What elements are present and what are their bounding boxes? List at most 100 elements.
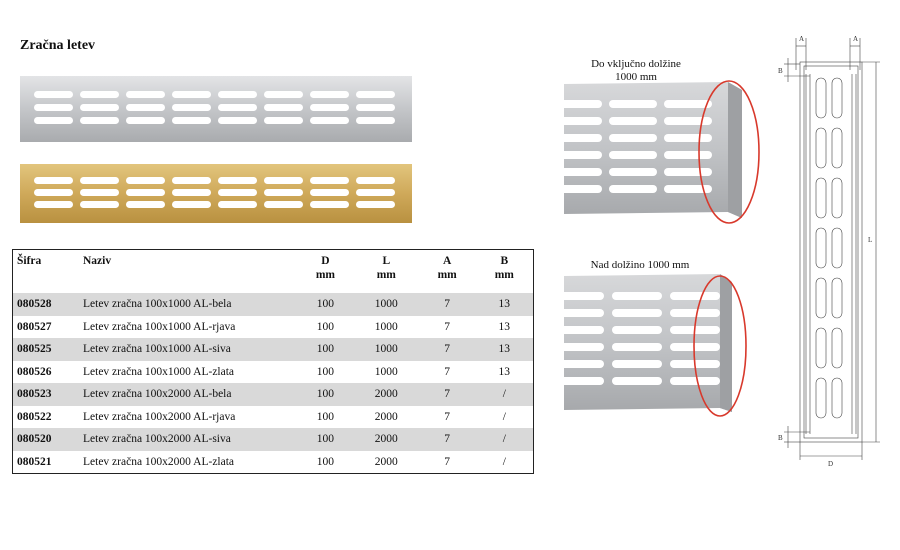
cell-code: 080522 <box>17 410 52 423</box>
vent-slot <box>34 104 73 111</box>
vent-slot <box>670 309 720 317</box>
vent-slot <box>670 292 720 300</box>
vent-slot <box>560 326 604 334</box>
vent-slot <box>172 201 211 208</box>
vent-slot <box>264 189 303 196</box>
vent-slot <box>664 117 712 125</box>
vent-slot <box>310 177 349 184</box>
vent-slot <box>80 189 119 196</box>
vent-slot <box>356 104 395 111</box>
vent-slot <box>218 201 257 208</box>
vent-slot <box>560 134 602 142</box>
vent-slot <box>560 100 602 108</box>
vent-slot <box>670 343 720 351</box>
vent-slot <box>560 360 604 368</box>
end-closeup-upto-1000-image <box>560 80 760 224</box>
vent-slot <box>80 104 119 111</box>
cell-b: 13 <box>498 365 511 378</box>
drawing-slot <box>815 277 827 319</box>
drawing-slot <box>831 277 843 319</box>
dim-label-d: D <box>828 460 833 468</box>
cell-l: 1000 <box>374 365 398 378</box>
vent-slot <box>560 117 602 125</box>
vent-slot <box>172 104 211 111</box>
drawing-slot <box>831 177 843 219</box>
vent-slot <box>80 201 119 208</box>
cell-b: / <box>475 428 534 451</box>
cell-d: 100 <box>316 410 335 423</box>
drawing-slot <box>831 77 843 119</box>
vent-slot <box>310 189 349 196</box>
vent-slot <box>664 185 712 193</box>
vent-slot <box>560 292 604 300</box>
vent-slot <box>560 377 604 385</box>
vent-slot <box>126 104 165 111</box>
end-closeup-over-1000-image <box>560 274 747 417</box>
vent-slot <box>218 177 257 184</box>
cell-name: Letev zračna 100x2000 AL-siva <box>79 428 297 451</box>
cell-a: 7 <box>444 455 451 468</box>
cell-l: 1000 <box>374 320 398 333</box>
vent-slot <box>560 343 604 351</box>
cell-code: 080523 <box>12 383 79 406</box>
vent-slot <box>126 117 165 124</box>
vent-slot <box>172 189 211 196</box>
vent-slot <box>126 91 165 98</box>
cell-b: 13 <box>498 320 511 333</box>
dim-label-l: L <box>868 236 872 244</box>
caption-over-1000: Nad dolžino 1000 mm <box>590 259 690 271</box>
vent-slot <box>34 117 73 124</box>
drawing-slot <box>815 127 827 169</box>
vent-slot <box>609 100 657 108</box>
dim-label-a-right: A <box>853 35 858 43</box>
technical-drawing: A A B B L D <box>778 35 880 468</box>
vent-slot <box>612 377 662 385</box>
cell-name: Letev zračna 100x1000 AL-siva <box>79 338 297 361</box>
vent-slot <box>264 201 303 208</box>
cell-name: Letev zračna 100x1000 AL-rjava <box>83 320 236 333</box>
cell-name: Letev zračna 100x2000 AL-rjava <box>83 410 236 423</box>
cell-d: 100 <box>297 293 354 316</box>
vent-slot <box>34 177 73 184</box>
gold-vent-image <box>20 164 412 223</box>
cell-a: 7 <box>418 428 476 451</box>
cell-d: 100 <box>316 320 335 333</box>
table-row: 080523 Letev zračna 100x2000 AL-bela 100… <box>12 383 534 406</box>
cell-b: / <box>502 410 506 423</box>
vent-slot <box>34 201 73 208</box>
cell-code: 080525 <box>12 338 79 361</box>
vent-slot <box>609 168 657 176</box>
table-row: 080525 Letev zračna 100x1000 AL-siva 100… <box>12 338 534 361</box>
cell-l: 1000 <box>353 338 419 361</box>
silver-vent-image <box>20 76 412 142</box>
vent-slot <box>172 177 211 184</box>
col-header-name: Naziv <box>83 255 112 267</box>
cell-d: 100 <box>316 455 335 468</box>
vent-slot <box>560 185 602 193</box>
vent-slot <box>218 104 257 111</box>
cell-name: Letev zračna 100x2000 AL-zlata <box>83 455 235 468</box>
dim-label-b-bottom: B <box>778 434 783 442</box>
vent-slot <box>218 189 257 196</box>
vent-slot <box>218 91 257 98</box>
vent-slot <box>609 134 657 142</box>
vent-slot <box>612 343 662 351</box>
drawing-slot <box>831 327 843 369</box>
table-row: 080522 Letev zračna 100x2000 AL-rjava 10… <box>13 406 534 429</box>
vent-slot <box>126 201 165 208</box>
cell-d: 100 <box>297 338 354 361</box>
vent-slot <box>34 91 73 98</box>
cell-code: 080528 <box>12 293 79 316</box>
vent-slot <box>356 189 395 196</box>
vent-slot <box>218 117 257 124</box>
cell-l: 1000 <box>353 293 419 316</box>
vent-slot <box>126 189 165 196</box>
vent-slot <box>609 117 657 125</box>
vent-slot <box>264 91 303 98</box>
cell-l: 2000 <box>353 383 419 406</box>
cell-a: 7 <box>444 320 451 333</box>
table-row: 080527 Letev zračna 100x1000 AL-rjava 10… <box>13 316 534 339</box>
